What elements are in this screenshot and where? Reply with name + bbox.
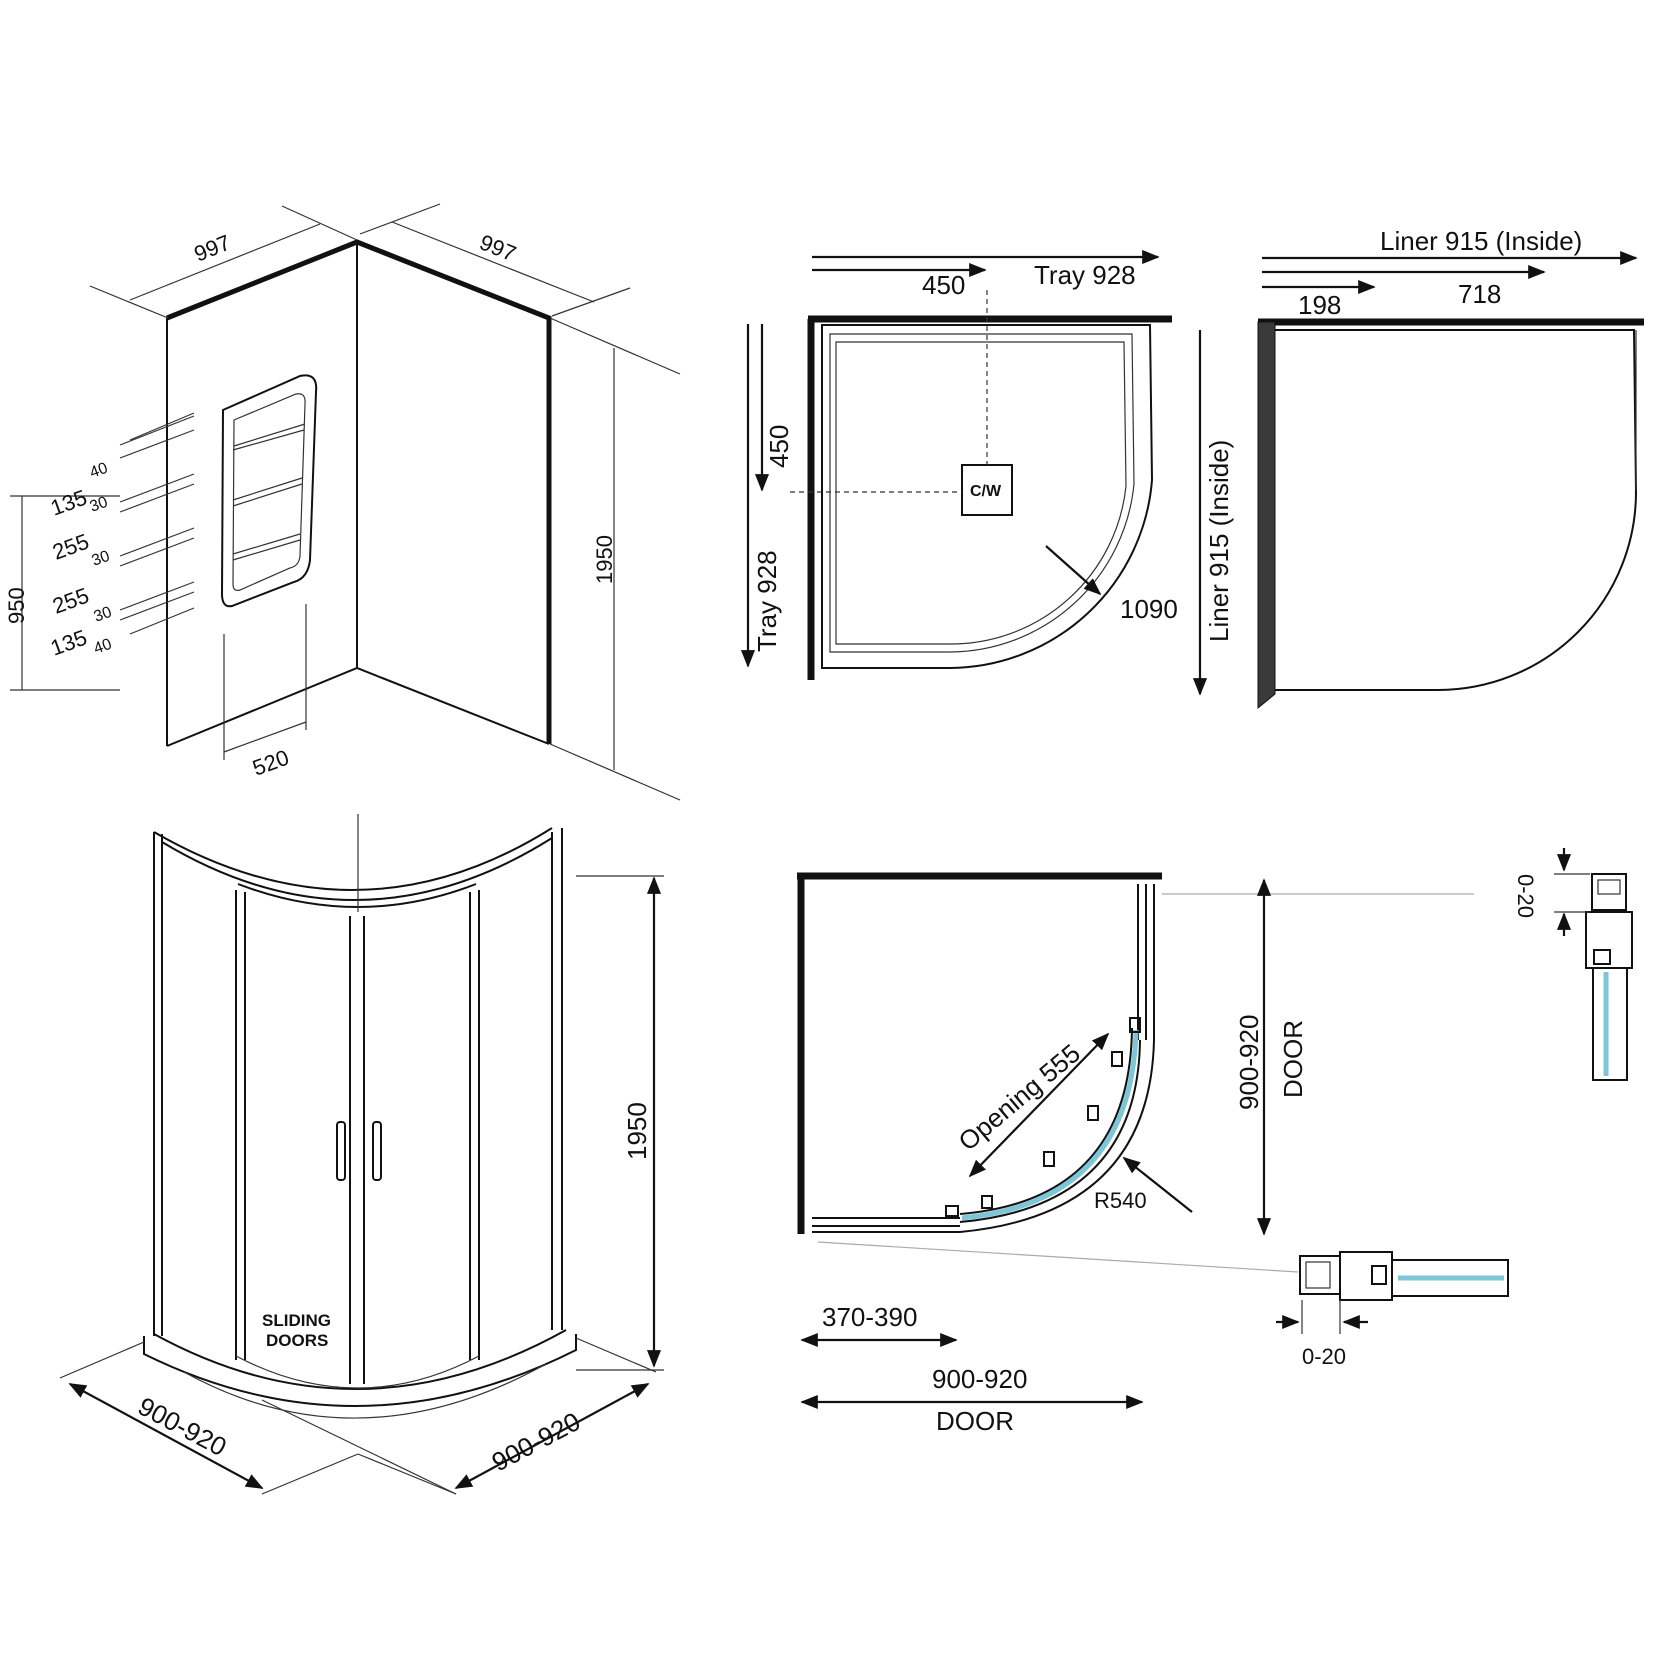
shelf-spacing-3: 255	[49, 583, 92, 619]
roller-5	[981, 1195, 993, 1209]
roller-2	[1111, 1051, 1123, 1067]
opening-label: Opening 555	[953, 1038, 1086, 1157]
tray-diagonal-label: 1090	[1120, 594, 1178, 624]
tray-width-label: Tray 928	[1034, 260, 1136, 290]
roller-6	[945, 1205, 959, 1217]
shelf-offset-2: 30	[88, 494, 111, 516]
shelf-offset-1: 40	[88, 460, 111, 482]
tray-view: C/W 450 Tray 928 450 Tray 928 1090	[740, 249, 1178, 680]
side-range-label: 900-920	[1234, 1015, 1264, 1110]
panel-view: 997 997 1950 950 520 135 255 255 135 40 …	[4, 203, 681, 801]
liner-segment-b-label: 718	[1458, 279, 1501, 309]
top-dimension-lines	[89, 203, 681, 801]
enclosure-width-right-label: 900-920	[487, 1406, 585, 1477]
door-plan-view: Opening 555 R540 900-920 DOOR 370-390 90…	[797, 848, 1633, 1436]
shelf-offset-3: 30	[90, 548, 113, 570]
liner-width-label: Liner 915 (Inside)	[1380, 226, 1582, 256]
profile-detail-horizontal: 0-20	[1276, 1251, 1509, 1369]
sliding-doors-label-line2: DOORS	[266, 1331, 328, 1350]
shelf-offset-5: 40	[92, 636, 115, 658]
bottom-door-label: DOOR	[936, 1406, 1014, 1436]
adjust-vertical-label: 0-20	[1513, 874, 1538, 918]
sliding-doors-label-line1: SLIDING	[262, 1311, 331, 1330]
liner-segment-a-label: 198	[1298, 290, 1341, 320]
left-door-handle	[336, 1121, 346, 1181]
liner-depth-label: Liner 915 (Inside)	[1204, 440, 1234, 642]
roller-4	[1043, 1151, 1055, 1167]
shelf-spacing-4: 135	[47, 625, 90, 661]
left-dimension-lines	[10, 412, 195, 691]
width-right-label: 997	[476, 229, 519, 266]
roller-3	[1087, 1105, 1099, 1121]
side-door-label: DOOR	[1278, 1020, 1308, 1098]
shelf-unit	[220, 374, 318, 608]
panel-outline	[166, 239, 552, 747]
shelf-offset-4: 30	[92, 604, 115, 626]
bottom-range-label: 900-920	[932, 1364, 1027, 1394]
liner-view: Liner 915 (Inside) 198 718 Liner 915 (In…	[1192, 226, 1644, 710]
roller-1	[1129, 1017, 1141, 1033]
shelf-width-label: 520	[249, 745, 292, 781]
enclosure-view: SLIDING DOORS 1950 900-920 900-920	[59, 814, 664, 1495]
height-label: 1950	[592, 535, 617, 584]
right-door-handle	[372, 1121, 382, 1181]
waste-label: C/W	[970, 483, 1002, 500]
adjust-horizontal-label: 0-20	[1302, 1344, 1346, 1369]
profile-detail-vertical: 0-20	[1513, 848, 1633, 1081]
shelf-spacing-1: 135	[47, 485, 90, 521]
waste-offset-y-label: 450	[764, 425, 794, 468]
enclosure-height-label: 1950	[622, 1102, 652, 1160]
waste-offset-x-label: 450	[922, 270, 965, 300]
shelf-spacing-2: 255	[49, 529, 92, 565]
bottom-short-label: 370-390	[822, 1302, 917, 1332]
shelf-zone-height-label: 950	[4, 587, 29, 624]
radius-label: R540	[1094, 1188, 1147, 1213]
tray-depth-label: Tray 928	[752, 550, 782, 652]
